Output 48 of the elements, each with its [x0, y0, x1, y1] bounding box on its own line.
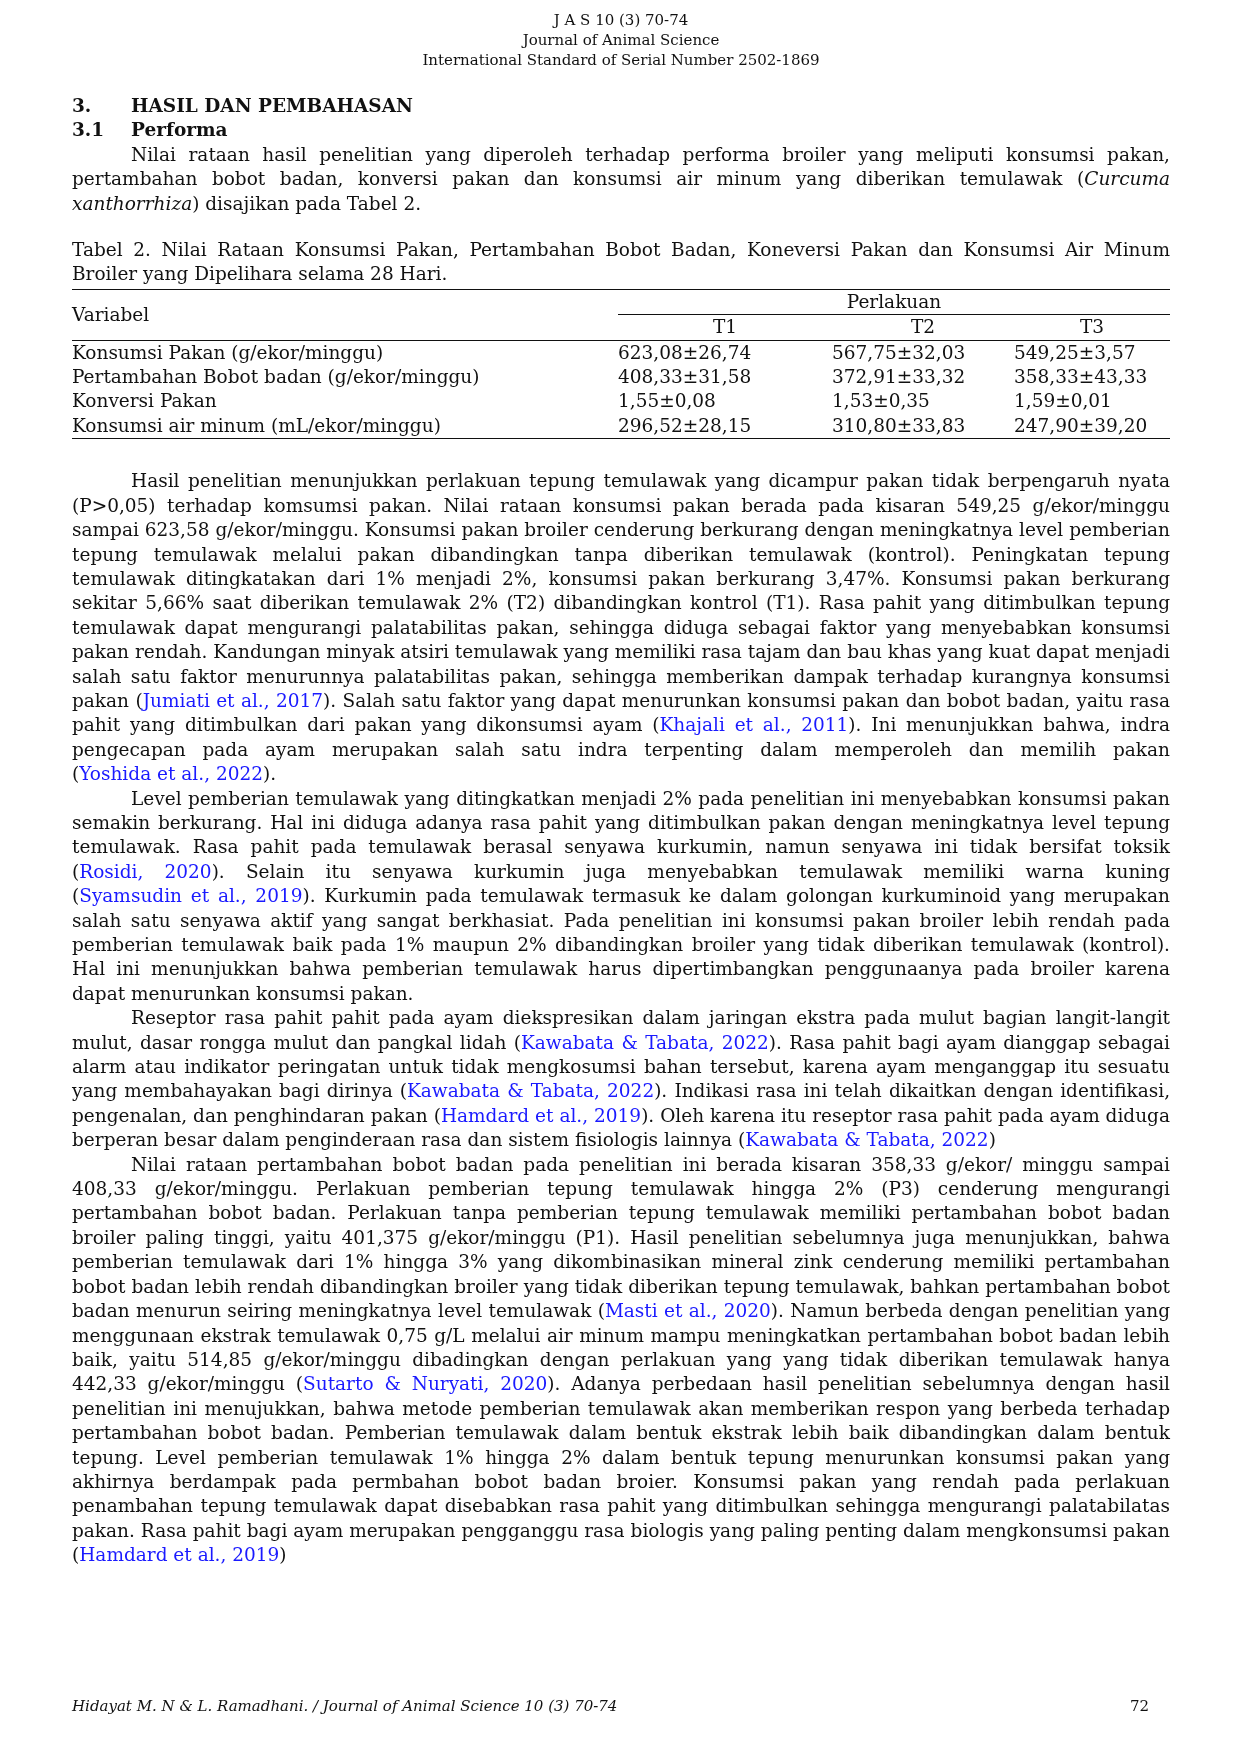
- citation-link: Kawabata & Tabata, 2022: [407, 1080, 655, 1102]
- row-label: Konsumsi air minum (mL/ekor/minggu): [72, 413, 618, 439]
- row-label: Pertambahan Bobot badan (g/ekor/minggu): [72, 365, 618, 390]
- section-heading: HASIL DAN PEMBAHASAN: [131, 94, 413, 118]
- citation-link: Kawabata & Tabata, 2022: [745, 1129, 989, 1151]
- section-heading: Performa: [131, 118, 228, 143]
- measurement-value: 247,90±39,20: [1014, 413, 1170, 439]
- paragraph: Hasil penelitian menunjukkan perlakuan tepung temulawak yang dicampur pakan tidak berpengaruh nyata (P>0,05) terhadap komsumsi pakan. Nilai rataan konsumsi pakan berada pada kisaran 549,25 g/ekor/minggu sampai 623,58 g/ekor/minggu. Konsumsi pakan broiler cenderung berkurang dengan meningkatnya level pemberian tepung temulawak melalui pakan dibandingkan tanpa diberikan temulawak (kontrol). Peningkatan tepung temulawak ditingkatakan dari 1% menjadi 2%, konsumsi pakan berkurang 3,47%. Konsumsi pakan berkurang sekitar 5,66% saat diberikan temulawak 2% (T2) dibandingkan kontrol (T1). Rasa pahit yang ditimbulkan tepung temulawak dapat mengurangi palatabilitas pakan, sehingga diduga sebagai faktor yang menyebabkan konsumsi pakan rendah. Kandungan minyak atsiri temulawak yang memiliki rasa tajam dan bau khas yang kuat dapat menjadi salah satu faktor menurunnya palatabilitas pakan, sehingga memberikan dampak terhadap kurangnya konsumsi pakan (Jumiati et al., 2017). Salah satu faktor yang dapat menurunkan konsumsi pakan dan bobot badan, yaitu rasa pahit yang ditimbulkan dari pakan yang dikonsumsi ayam (Khajali et al., 2011). Ini menunjukkan bahwa, indra pengecapan pada ayam merupakan salah satu indra terpenting dalam memperoleh dan memilih pakan (Yoshida et al., 2022).: [72, 469, 1170, 787]
- table-caption: Tabel 2. Nilai Rataan Konsumsi Pakan, Pertambahan Bobot Badan, Koneversi Pakan dan Konsumsi Air Minum Broiler yang Dipelihara selama 28 Hari.: [72, 238, 1170, 287]
- measurement-value: 1,53±0,35: [832, 389, 931, 414]
- column-header: Variabel: [72, 289, 618, 341]
- citation-link: Hamdard et al., 2019: [440, 1104, 642, 1126]
- citation-link: Syamsudin et al., 2019: [79, 885, 303, 907]
- section-number: 3.1: [72, 118, 106, 143]
- page-footer: Hidayat M. N & L. Ramadhani. / Journal of Animal Science 10 (3) 70-74: [72, 1694, 618, 1719]
- citation-link: Masti et al., 2020: [604, 1300, 771, 1322]
- measurement-value: 372,91±33,32: [832, 365, 967, 390]
- measurement-value: 358,33±43,33: [1014, 365, 1149, 390]
- row-label: Konsumsi Pakan (g/ekor/minggu): [72, 340, 618, 366]
- measurement-value: 623,08±26,74: [618, 340, 832, 366]
- column-header: T1: [618, 314, 832, 341]
- row-label: Konversi Pakan: [72, 389, 218, 414]
- running-header: J A S 10 (3) 70-74: [553, 10, 689, 30]
- citation-link: Khajali et al., 2011: [659, 714, 849, 736]
- paragraph: Reseptor rasa pahit pahit pada ayam diekspresikan dalam jaringan ekstra pada mulut bagian langit-langit mulut, dasar rongga mulut dan pangkal lidah (Kawabata & Tabata, 2022). Rasa pahit bagi ayam dianggap sebagai alarm atau indikator peringatan untuk tidak mengkosumsi bahan tersebut, karena ayam menganggap itu sesuatu yang membahayakan bagi dirinya (Kawabata & Tabata, 2022). Indikasi rasa ini telah dikaitkan dengan identifikasi, pengenalan, dan penghindaran pakan (Hamdard et al., 2019). Oleh karena itu reseptor rasa pahit pada ayam diduga berperan besar dalam penginderaan rasa dan sistem fisiologis lainnya (Kawabata & Tabata, 2022): [72, 1006, 1170, 1153]
- column-header: T2: [832, 314, 1014, 341]
- page-number: 72: [1130, 1696, 1150, 1717]
- paragraph: Nilai rataan pertambahan bobot badan pada penelitian ini berada kisaran 358,33 g/ekor/ minggu sampai 408,33 g/ekor/minggu. Perlakuan pemberian tepung temulawak hingga 2% (P3) cenderung mengurangi pertambahan bobot badan. Perlakuan tanpa pemberian tepung temulawak memiliki pertambahan bobot badan broiler paling tinggi, yaitu 401,375 g/ekor/minggu (P1). Hasil penelitian sebelumnya juga menunjukkan, bahwa pemberian temulawak dari 1% hingga 3% yang dikombinasikan mineral zink cenderung memiliki pertambahan bobot badan lebih rendah dibandingkan broiler yang tidak diberikan tepung temulawak, bahkan pertambahan bobot badan menurun seiring meningkatnya level temulawak (Masti et al., 2020). Namun berbeda dengan penelitian yang menggunaan ekstrak temulawak 0,75 g/L melalui air minum mampu meningkatkan pertambahan bobot badan lebih baik, yaitu 514,85 g/ekor/minggu dibadingkan dengan perlakuan yang yang tidak diberikan temulawak hanya 442,33 g/ekor/minggu (Sutarto & Nuryati, 2020). Adanya perbedaan hasil penelitian sebelumnya dengan hasil penelitian ini menujukkan, bahwa metode pemberian temulawak akan memberikan respon yang berbeda terhadap pertambahan bobot badan. Pemberian temulawak dalam bentuk ekstrak lebih baik dibandingkan dalam bentuk tepung. Level pemberian temulawak 1% hingga 2% dalam bentuk tepung menurunkan konsumsi pakan yang akhirnya berdampak pada permbahan bobot badan broier. Konsumsi pakan yang rendah pada perlakuan penambahan tepung temulawak dapat disebabkan rasa pahit yang ditimbulkan sehingga mengurangi palatabilatas pakan. Rasa pahit bagi ayam merupakan pengganggu rasa biologis yang paling penting dalam mengkonsumsi pakan (Hamdard et al., 2019): [72, 1152, 1170, 1568]
- section-number: 3.: [72, 94, 93, 118]
- citation-link: Sutarto & Nuryati, 2020: [303, 1373, 548, 1395]
- measurement-value: 1,59±0,01: [1014, 389, 1113, 414]
- measurement-value: 1,55±0,08: [618, 389, 717, 414]
- column-header: Perlakuan: [618, 289, 1170, 315]
- paragraph: Nilai rataan hasil penelitian yang diperoleh terhadap performa broiler yang meliputi konsumsi pakan, pertambahan bobot badan, konversi pakan dan konsumsi air minum yang diberikan temulawak (Curcuma xanthorrhiza) disajikan pada Tabel 2.: [72, 142, 1170, 216]
- running-header: Journal of Animal Science: [522, 30, 720, 50]
- citation-link: Yoshida et al., 2022: [79, 763, 263, 785]
- citation-link: Rosidi, 2020: [79, 860, 212, 882]
- citation-link: Jumiati et al., 2017: [142, 689, 324, 711]
- measurement-value: 567,75±32,03: [832, 340, 1014, 366]
- column-header: T3: [1014, 314, 1170, 341]
- citation-link: Kawabata & Tabata, 2022: [521, 1031, 769, 1053]
- running-header: International Standard of Serial Number 2502-1869: [422, 50, 820, 70]
- measurement-value: 549,25±3,57: [1014, 340, 1170, 366]
- measurement-value: 310,80±33,83: [832, 413, 1014, 439]
- measurement-value: 408,33±31,58: [618, 365, 753, 390]
- measurement-value: 296,52±28,15: [618, 413, 832, 439]
- citation-link: Hamdard et al., 2019: [79, 1544, 280, 1566]
- paragraph: Level pemberian temulawak yang ditingkatkan menjadi 2% pada penelitian ini menyebabkan konsumsi pakan semakin berkurang. Hal ini diduga adanya rasa pahit yang ditimbulkan pakan dengan meningkatnya level tepung temulawak. Rasa pahit pada temulawak berasal senyawa kurkumin, namun senyawa ini tidak bersifat toksik (Rosidi, 2020). Selain itu senyawa kurkumin juga menyebabkan temulawak memiliki warna kuning (Syamsudin et al., 2019). Kurkumin pada temulawak termasuk ke dalam golongan kurkuminoid yang merupakan salah satu senyawa aktif yang sangat berkhasiat. Pada penelitian ini konsumsi pakan broiler lebih rendah pada pemberian temulawak baik pada 1% maupun 2% dibandingkan broiler yang tidak diberikan temulawak (kontrol). Hal ini menunjukkan bahwa pemberian temulawak harus dipertimbangkan penggunaanya pada broiler karena dapat menurunkan konsumsi pakan.: [72, 786, 1170, 1006]
